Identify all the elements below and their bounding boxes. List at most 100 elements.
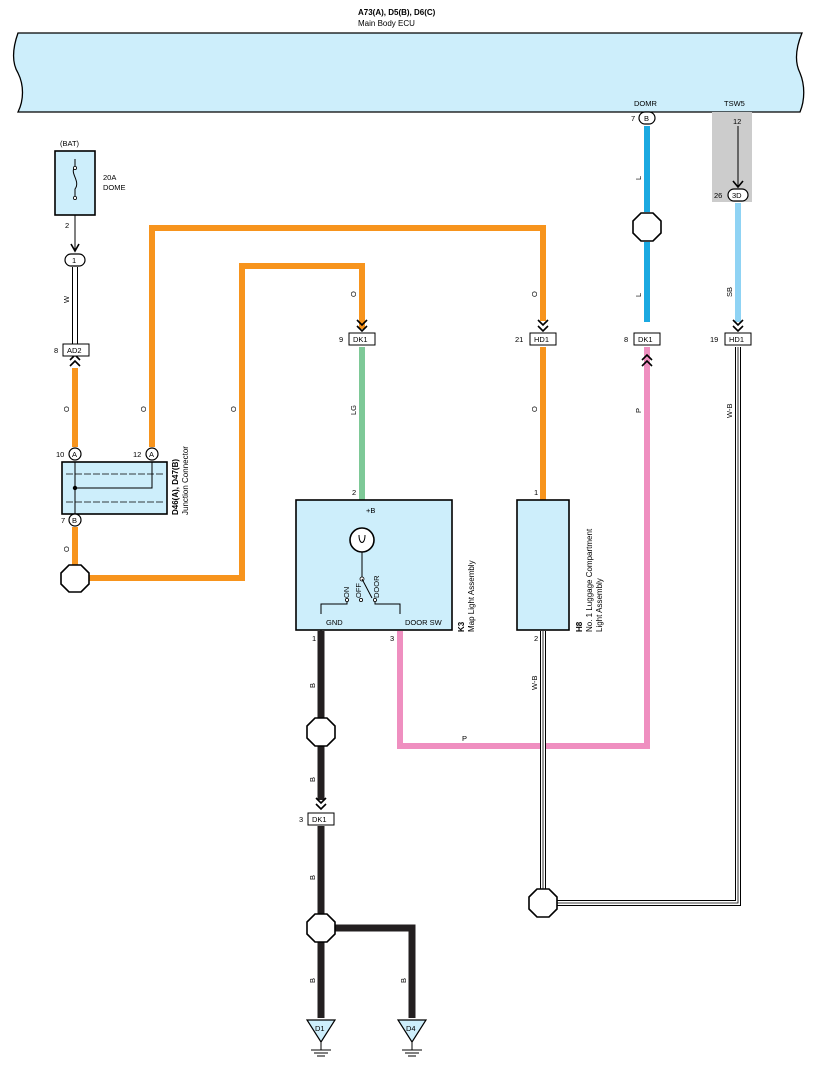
svg-text:HD1: HD1: [729, 335, 744, 344]
svg-text:DK1: DK1: [353, 335, 368, 344]
tsw5-shade: [712, 112, 752, 202]
ecu-subtitle: Main Body ECU: [358, 19, 415, 28]
fuse-name: DOME: [103, 183, 126, 192]
label-w: W: [62, 295, 71, 303]
svg-text:B: B: [72, 516, 77, 525]
wire-b-to-d4[interactable]: [335, 924, 416, 1018]
connector-hd1-wb[interactable]: HD1: [724, 332, 752, 346]
pin-ecu-26: 26: [714, 191, 722, 200]
svg-text:D1: D1: [315, 1024, 325, 1033]
connector-dk1-map[interactable]: DK1: [348, 332, 376, 346]
label-o-4: O: [62, 546, 71, 552]
wire-o-junction-to-hd1[interactable]: [149, 225, 546, 447]
connector-dk1-domr[interactable]: DK1: [633, 332, 661, 346]
pin-dk1-3: 3: [299, 815, 303, 824]
pin-lug-1: 1: [534, 488, 538, 497]
ecu-pin-3d[interactable]: 3D: [727, 188, 749, 202]
svg-text:3D: 3D: [732, 191, 742, 200]
label-b-2: B: [308, 777, 317, 782]
ecu-title: A73(A), D5(B), D6(C): [358, 8, 436, 17]
label-l-2: L: [634, 293, 643, 297]
label-b-1: B: [308, 683, 317, 688]
junction-pin-a12[interactable]: A: [145, 447, 159, 461]
label-wb-1: W-B: [725, 404, 734, 418]
junction-subtitle: Junction Connector: [181, 446, 190, 515]
pin-map-2: 2: [352, 488, 356, 497]
label-lg: LG: [349, 405, 358, 415]
terminal-tsw5: TSW5: [724, 99, 745, 108]
map-light-name: Map Light Assembly: [467, 560, 476, 632]
fuse-icon[interactable]: [54, 150, 96, 216]
map-light-code: K3: [457, 621, 466, 632]
label-sb: SB: [725, 287, 734, 297]
fuse-pin: 2: [65, 221, 69, 230]
svg-text:DK1: DK1: [312, 815, 327, 824]
junction-pin-a10[interactable]: A: [68, 447, 82, 461]
label-b-5: B: [399, 978, 408, 983]
ground-icon[interactable]: D1: [305, 1019, 337, 1057]
junction-title: D46(A), D47(B): [171, 459, 180, 515]
label-p-1: P: [634, 408, 643, 413]
connector-ad2[interactable]: AD2: [62, 343, 90, 357]
label-b-3: B: [308, 875, 317, 880]
label-o-1: O: [62, 406, 71, 412]
pin-ad2-8: 8: [54, 346, 58, 355]
luggage-light-name2: Light Assembly: [595, 578, 604, 632]
label-o-5: O: [349, 291, 358, 297]
splice-blue[interactable]: [632, 212, 662, 242]
pin-map-1: 1: [312, 634, 316, 643]
ecu-pin-domr[interactable]: B: [638, 111, 656, 125]
junction-connector-box[interactable]: [61, 461, 168, 515]
wire-o-splice-to-dk1[interactable]: [89, 263, 365, 581]
pin-dk1-8: 8: [624, 335, 628, 344]
terminal-door-sw: DOOR SW: [405, 618, 443, 627]
splice-orange[interactable]: [60, 564, 90, 593]
label-p-2: P: [462, 734, 467, 743]
label-o-2: O: [139, 406, 148, 412]
pin-7: 7: [61, 516, 65, 525]
pin-ecu-7: 7: [631, 114, 635, 123]
svg-text:1: 1: [72, 256, 76, 265]
connector-dk1-gnd[interactable]: DK1: [307, 812, 335, 826]
splice-wb[interactable]: [528, 888, 558, 918]
pin-lug-2: 2: [534, 634, 538, 643]
label-b-4: B: [308, 978, 317, 983]
label-wb-2: W-B: [530, 676, 539, 690]
splice-black-2[interactable]: [306, 913, 336, 943]
svg-text:A: A: [72, 450, 77, 459]
main-body-ecu-box[interactable]: [12, 32, 805, 113]
svg-text:B: B: [644, 114, 649, 123]
svg-text:HD1: HD1: [534, 335, 549, 344]
pin-map-3: 3: [390, 634, 394, 643]
junction-pin-b7[interactable]: B: [68, 513, 82, 527]
arrow-fuse-conn: [70, 243, 80, 253]
connector-1[interactable]: 1: [64, 253, 86, 267]
pin-10: 10: [56, 450, 64, 459]
svg-text:A: A: [149, 450, 154, 459]
fuse-rating: 20A: [103, 173, 116, 182]
terminal-plus-b: +B: [366, 506, 375, 515]
connector-hd1-o[interactable]: HD1: [529, 332, 557, 346]
terminal-door: DOOR: [372, 575, 381, 598]
map-light-assembly-box[interactable]: [295, 499, 453, 631]
terminal-on: ON: [342, 587, 351, 598]
label-o-3: O: [229, 406, 238, 412]
label-l-1: L: [634, 176, 643, 180]
label-o-7: O: [530, 406, 539, 412]
bulb-icon: [349, 527, 375, 553]
ground-d4-icon[interactable]: D4: [396, 1019, 428, 1057]
terminal-gnd: GND: [326, 618, 343, 627]
svg-text:D4: D4: [406, 1024, 416, 1033]
luggage-light-name1: No. 1 Luggage Compartment: [585, 528, 594, 632]
luggage-light-box[interactable]: [516, 499, 570, 631]
pin-dk1-9: 9: [339, 335, 343, 344]
pin-hd1-21: 21: [515, 335, 523, 344]
wire-p[interactable]: [397, 347, 650, 749]
svg-text:DK1: DK1: [638, 335, 653, 344]
splice-black-1[interactable]: [306, 717, 336, 747]
label-o-6: O: [530, 291, 539, 297]
pin-12: 12: [133, 450, 141, 459]
pin-hd1-19: 19: [710, 335, 718, 344]
terminal-domr: DOMR: [634, 99, 657, 108]
